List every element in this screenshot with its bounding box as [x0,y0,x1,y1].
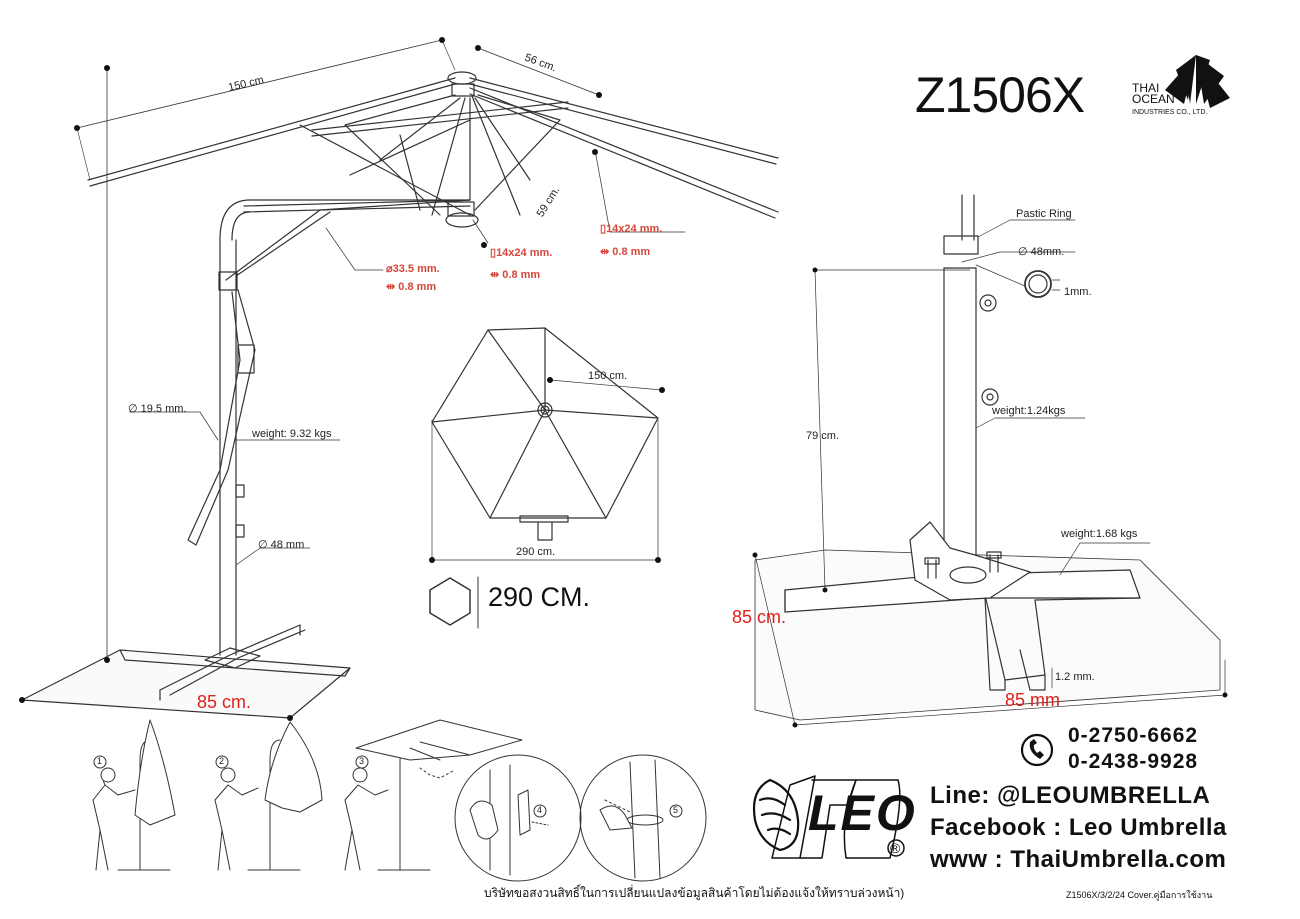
facebook-page[interactable]: Facebook : Leo Umbrella [930,814,1227,841]
base-pole-diameter: ∅ 48mm. [1018,246,1065,258]
phone-icon [1020,733,1054,767]
usage-steps [92,719,707,882]
rib-spec-2-thickness: ⇹ 0.8 mm [490,269,541,281]
umbrella-weight: weight: 9.32 kgs [252,428,332,440]
pole-diameter: ∅ 48 mm [258,539,305,551]
base-height: 79 cm. [806,430,840,442]
step-2-badge: 2 [219,756,225,766]
cantilever-umbrella [21,39,779,719]
sunburst-umbrella-icon [1165,55,1230,108]
step-1-badge: 1 [97,756,103,766]
registered-mark: ® [890,840,901,856]
canopy-top-view [429,327,663,629]
pole-small-diameter: ∅ 19.5 mm. [128,403,187,415]
document-code: Z1506X/3/2/24 Cover.คู่มือการใช้งาน [1066,890,1213,900]
model-number: Z1506X [915,67,1085,123]
rib-spec-2-size: ▯14x24 mm. [490,247,553,259]
step-5-badge: 5 [673,805,679,815]
hexagon-icon [429,577,471,626]
plastic-ring-label: Pastic Ring [1016,208,1072,220]
footer-note: บริษัทขอสงวนสิทธิ์ในการเปลี่ยนแปลงข้อมูล… [484,886,905,900]
plate-thickness: 1.2 mm. [1055,671,1095,683]
canopy-width: 290 cm. [516,546,556,558]
base-width: 85 mm [1005,690,1061,710]
phone-number-1[interactable]: 0-2750-6662 [1068,724,1199,747]
base-detail [754,194,1226,726]
rib-spec-1-thickness: ⇹ 0.8 mm [386,281,437,293]
rib-spec-3-size: ▯14x24 mm. [600,223,663,235]
base-weight: weight:1.68 kgs [1061,528,1138,540]
website-link[interactable]: www : ThaiUmbrella.com [930,846,1227,873]
canopy-size-label: 290 CM. [488,582,591,612]
rib-spec-1-size: ⌀33.5 mm. [386,263,440,275]
wall-thickness: 1mm. [1064,286,1092,298]
lion-head-icon [752,775,905,859]
step-4-badge: 4 [537,805,543,815]
leo-logo-text: LEO [808,785,917,841]
step-3-badge: 3 [359,756,365,766]
line-id[interactable]: Line: @LEOUMBRELLA [930,782,1211,809]
base-size-left: 85 cm. [197,692,252,712]
rib-spec-3-thickness: ⇹ 0.8 mm [600,246,651,258]
company-name: THAI OCEAN INDUSTRIES CO., LTD. [1132,81,1208,116]
phone-number-2[interactable]: 0-2438-9928 [1068,750,1199,773]
pole-weight: weight:1.24kgs [992,405,1066,417]
base-depth: 85 cm. [732,607,787,627]
canopy-radius: 150 cm. [588,370,628,382]
